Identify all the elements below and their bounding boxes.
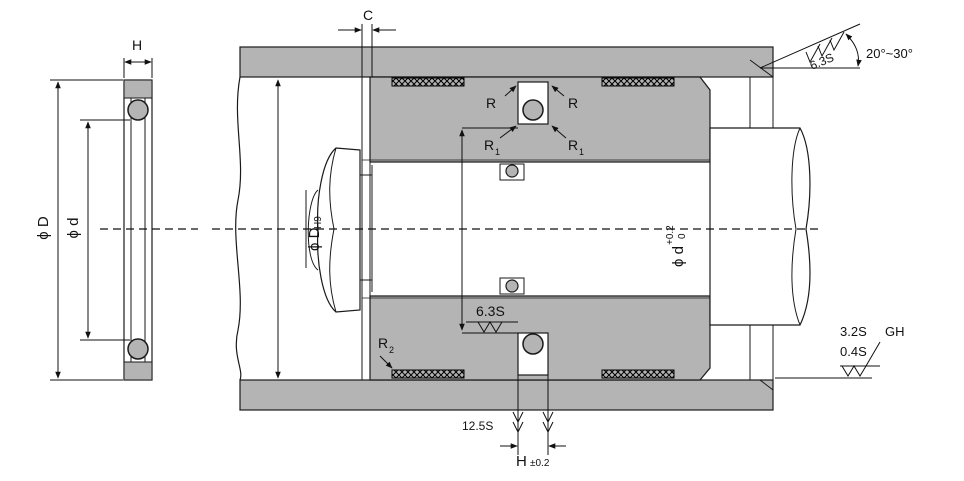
label-finish-mid: 6.3S — [476, 303, 505, 319]
label-phi-D: ϕ D — [35, 216, 52, 240]
label-finish-top: 6.3S — [808, 50, 836, 73]
o-ring-top — [127, 99, 149, 121]
label-r1-right-sub: 1 — [579, 147, 584, 157]
seal-top — [522, 99, 544, 121]
label-phi-d-inner: ϕ d +0.2 0 — [665, 225, 688, 267]
o-ring-bottom — [127, 338, 149, 360]
label-r1-left: R — [484, 137, 494, 153]
label-phi-DH9: ϕ D H9 — [306, 216, 324, 251]
label-r2: R — [378, 335, 388, 351]
label-r1-right: R — [568, 137, 578, 153]
label-r-left: R — [486, 95, 496, 111]
label-phi-DH9-main: ϕ D — [306, 227, 323, 251]
label-finish-bottom: 12.5S — [462, 419, 493, 433]
label-r1-left-sub: 1 — [495, 147, 500, 157]
label-h-bottom-tol: ±0.2 — [530, 458, 550, 469]
label-phi-d-tol-low: 0 — [677, 233, 688, 239]
label-phi-d-tol-up: +0.2 — [665, 225, 676, 245]
cylinder-wall-bottom — [239, 379, 774, 411]
label-phi-d: ϕ d — [65, 218, 82, 239]
guide-strip-bottom-left — [391, 369, 465, 379]
piston-rod — [709, 127, 811, 326]
seal-bottom — [522, 333, 544, 355]
inner-oring-top — [505, 164, 519, 178]
label-angle: 20°~30° — [866, 46, 913, 61]
seal-ring-section — [50, 58, 198, 381]
label-phi-d-main: ϕ d — [670, 246, 687, 267]
cylinder-assembly — [212, 46, 822, 411]
label-h-bottom: H — [516, 453, 527, 470]
label-c: C — [363, 7, 373, 23]
label-finish-right-gh: GH — [885, 324, 905, 339]
label-finish-right-1: 3.2S — [840, 324, 867, 339]
label-r2-sub: 2 — [389, 345, 394, 355]
cylinder-wall-top — [239, 46, 774, 78]
label-r-right: R — [568, 95, 578, 111]
label-h-top: H — [132, 37, 142, 53]
guide-strip-top-right — [601, 77, 675, 87]
label-phi-DH9-sub: H9 — [313, 216, 324, 229]
guide-strip-top-left — [391, 77, 465, 87]
inner-oring-bottom — [505, 279, 519, 293]
assembly-dimensions — [275, 23, 881, 455]
guide-strip-bottom-right — [601, 369, 675, 379]
label-finish-right-2: 0.4S — [840, 344, 867, 359]
